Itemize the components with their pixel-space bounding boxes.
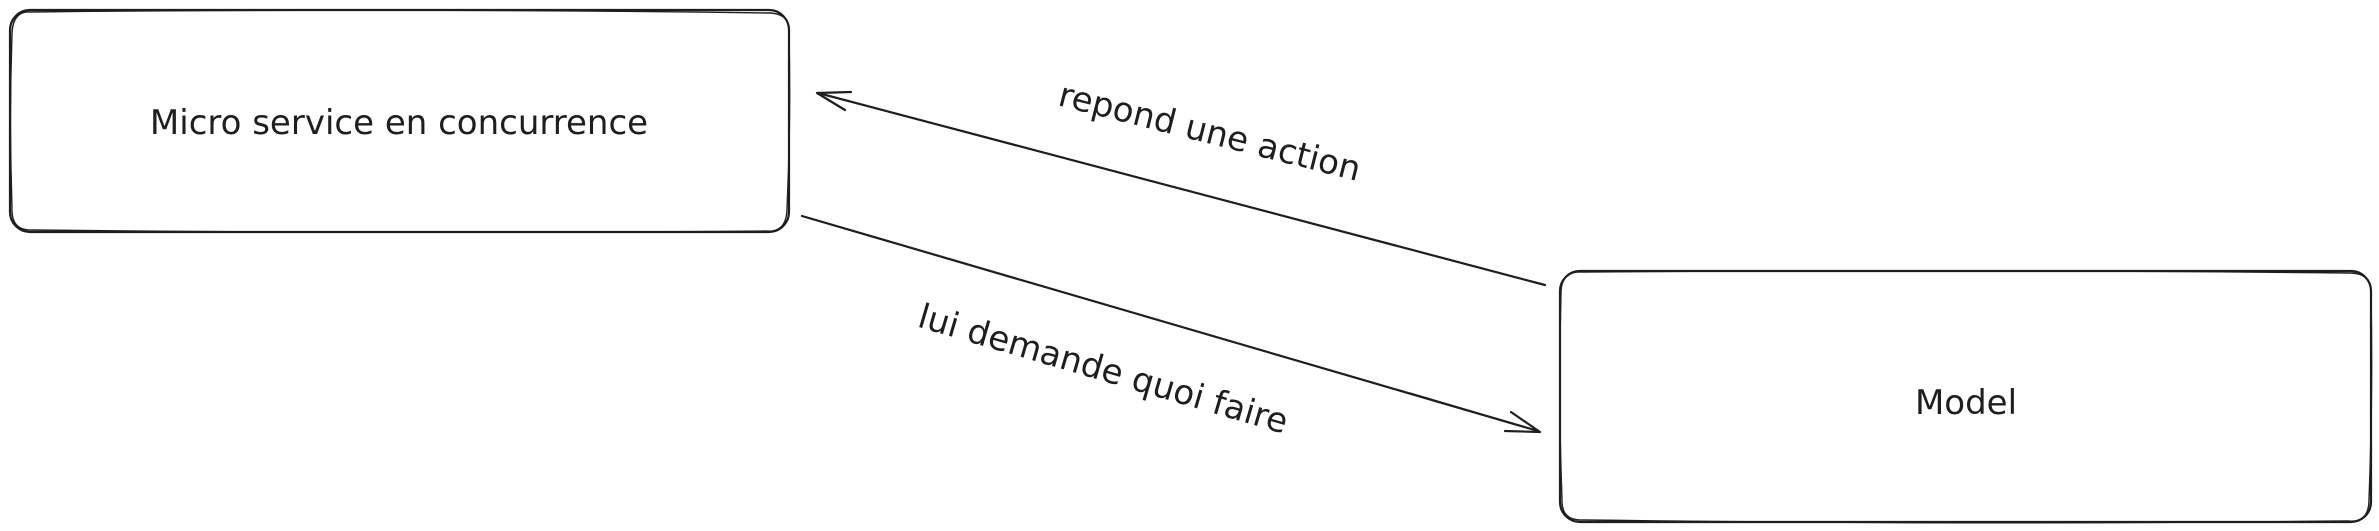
edge-model-to-microservice-line xyxy=(816,91,1547,287)
node-microservice[interactable]: Micro service en concurrence xyxy=(8,8,791,234)
edge-model-to-microservice[interactable]: repond une action xyxy=(815,75,1547,287)
arrowhead-down-icon xyxy=(1503,410,1542,434)
edge-microservice-to-model-label: lui demande quoi faire xyxy=(914,296,1293,442)
edge-microservice-to-model[interactable]: lui demande quoi faire xyxy=(800,214,1542,442)
edge-model-to-microservice-label: repond une action xyxy=(1055,75,1365,190)
node-microservice-sketch-edge xyxy=(9,9,791,233)
edge-microservice-to-model-line-sketch xyxy=(1409,392,1539,432)
arrowhead-up-icon xyxy=(815,90,853,112)
node-microservice-label: Micro service en concurrence xyxy=(150,103,648,143)
node-model-sketch-edge xyxy=(1559,270,2373,524)
node-model[interactable]: Model xyxy=(1558,269,2373,524)
node-model-label: Model xyxy=(1915,383,2017,423)
